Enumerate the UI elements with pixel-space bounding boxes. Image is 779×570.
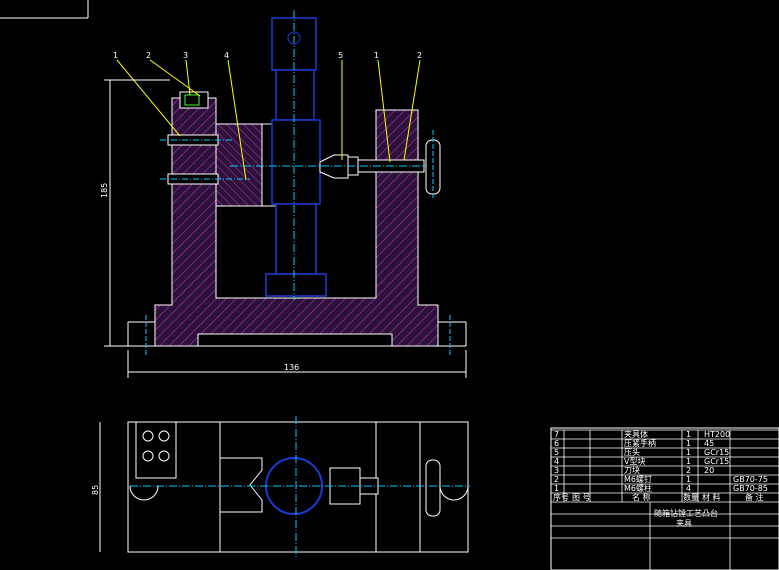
bom-row-no: 2 [554, 475, 559, 484]
left-screws [160, 134, 250, 185]
bom-header-name: 名 称 [632, 492, 651, 502]
bom-row-material: GCr15 [704, 457, 729, 466]
part-label: 4 [224, 51, 229, 60]
bom-row-name: M6螺钉 [624, 474, 652, 484]
bom-row-no: 1 [554, 484, 559, 493]
bom-row-qty: 4 [686, 484, 691, 493]
part-label: 2 [146, 51, 151, 60]
dimensions: 185 136 [100, 79, 467, 378]
bom-row-qty: 2 [686, 466, 691, 475]
bom-row-qty: 1 [686, 457, 691, 466]
part-label: 1 [113, 51, 118, 60]
part-label: 2 [417, 51, 422, 60]
bom-row-no: 3 [554, 466, 559, 475]
dim-height: 185 [100, 183, 109, 198]
bom-row-name: M6螺柱 [624, 483, 652, 493]
top-view: 85 [91, 416, 470, 558]
bom-row-material: GCr15 [704, 448, 729, 457]
dim-height-top: 85 [91, 485, 100, 495]
bom-row-name: 压紧手柄 [624, 438, 656, 448]
bom-header-code: 图 号 [572, 493, 591, 502]
title-block-title: 随箱钻镗工艺凸台 [654, 508, 718, 518]
bom-row-no: 5 [554, 448, 559, 457]
bom-row-no: 4 [554, 457, 559, 466]
bom-header-qty: 数量 [683, 492, 699, 502]
part-label: 5 [338, 51, 343, 60]
bom-row-name: 夹具体 [624, 429, 648, 439]
bom-header-material: 材 料 [702, 492, 721, 502]
bom-row-qty: 1 [686, 448, 691, 457]
bom-row-qty: 1 [686, 475, 691, 484]
bom-row-name: 压头 [624, 447, 640, 457]
title-block-subtitle: 夹具 [676, 518, 692, 528]
dim-width: 136 [284, 363, 299, 372]
bom-row-remark: GB70-75 [733, 475, 768, 484]
bom-header-no: 序号 [553, 492, 569, 502]
bom-row-no: 6 [554, 439, 559, 448]
part-label: 1 [374, 51, 379, 60]
handle [425, 130, 441, 200]
workpiece-shaft [265, 10, 327, 300]
bom-row-no: 7 [554, 430, 559, 439]
part-leaders: 1 2 3 4 5 1 2 [113, 51, 422, 181]
bom-row-remark: GB70-85 [733, 484, 768, 493]
front-view [127, 10, 467, 355]
bom-row-qty: 1 [686, 430, 691, 439]
bom-header-remark: 备 注 [745, 492, 764, 502]
bom-row-material: HT200 [704, 430, 730, 439]
frame [0, 0, 89, 19]
bom-row-qty: 1 [686, 439, 691, 448]
bom-row-material: 45 [704, 439, 714, 448]
bom-row-name: 刀块 [624, 465, 640, 475]
part-label: 3 [183, 51, 188, 60]
bom-row-name: V型块 [624, 456, 645, 466]
bom-row-material: 20 [704, 466, 714, 475]
